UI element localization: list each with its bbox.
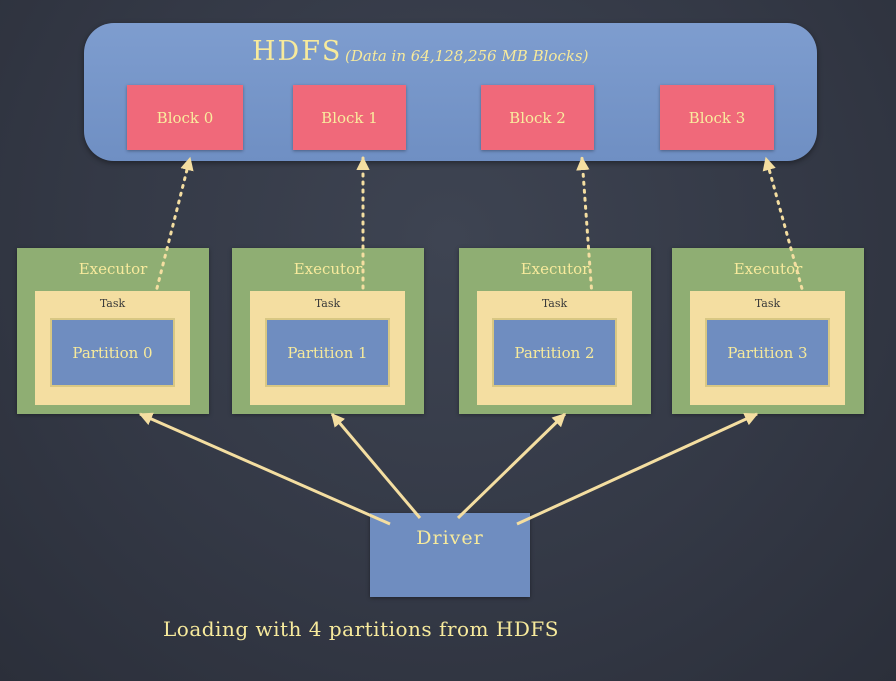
task-box: Task Partition 0 (35, 291, 190, 405)
task-label: Task (99, 297, 126, 310)
driver-arrow-2 (456, 412, 567, 520)
read-arrow-2 (576, 156, 594, 298)
executor-label: Executor (293, 260, 363, 278)
driver-arrow-0 (138, 412, 391, 526)
executor-3: Executor Task Partition 3 (672, 248, 864, 414)
block-3: Block 3 (660, 85, 774, 150)
task-box: Task Partition 3 (690, 291, 845, 405)
partition-3: Partition 3 (705, 318, 830, 387)
executor-2: Executor Task Partition 2 (459, 248, 651, 414)
partition-2: Partition 2 (492, 318, 617, 387)
task-box: Task Partition 2 (477, 291, 632, 405)
driver-label: Driver (416, 527, 484, 549)
read-arrow-0 (153, 156, 194, 298)
caption: Loading with 4 partitions from HDFS (163, 617, 559, 641)
block-0: Block 0 (127, 85, 243, 150)
partition-1: Partition 1 (265, 318, 390, 387)
block-1: Block 1 (293, 85, 406, 150)
driver-arrow-1 (330, 412, 422, 519)
task-box: Task Partition 1 (250, 291, 405, 405)
executor-label: Executor (520, 260, 590, 278)
executor-1: Executor Task Partition 1 (232, 248, 424, 414)
driver-box: Driver (370, 513, 530, 597)
executor-label: Executor (78, 260, 148, 278)
partition-0: Partition 0 (50, 318, 175, 387)
task-label: Task (314, 297, 341, 310)
driver-arrow-3 (516, 412, 759, 526)
read-arrow-3 (762, 156, 806, 298)
task-label: Task (754, 297, 781, 310)
hdfs-subtitle: (Data in 64,128,256 MB Blocks) (345, 47, 589, 65)
hdfs-title: HDFS (252, 36, 343, 67)
task-label: Task (541, 297, 568, 310)
executor-label: Executor (733, 260, 803, 278)
block-2: Block 2 (481, 85, 594, 150)
executor-0: Executor Task Partition 0 (17, 248, 209, 414)
